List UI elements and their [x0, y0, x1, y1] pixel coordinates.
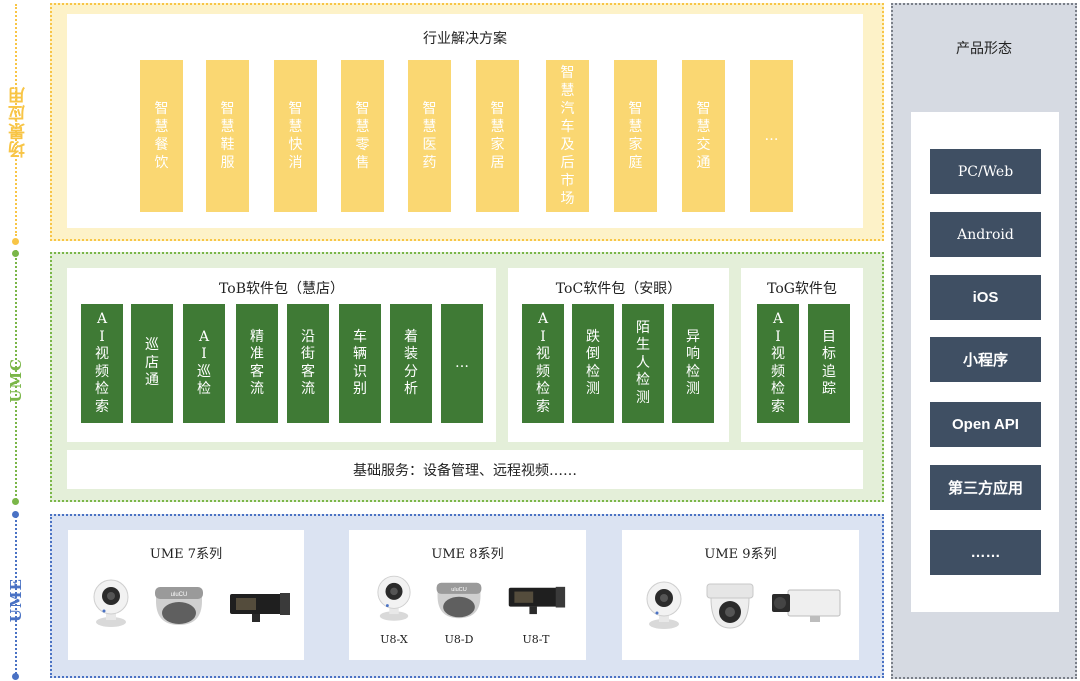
tog-tile-label: 目 标 追 踪: [822, 328, 836, 398]
industry-tile: 智 慧 医 药: [408, 60, 451, 212]
umc-axis-dot-top: [12, 250, 19, 257]
industry-tile-label: 智 慧 交 通: [696, 101, 711, 171]
toc-tile-label: 异 响 检 测: [686, 328, 700, 398]
industry-tile-label: 智 慧 零 售: [355, 101, 370, 171]
u8d-label: U8-D: [444, 633, 474, 646]
tob-tile-label: 车 辆 识 别: [353, 328, 367, 398]
dome-brand-label-2: uluCU: [451, 587, 467, 593]
toc-tile: 跌 倒 检 测: [572, 304, 614, 423]
product-form-tile: ……: [930, 530, 1041, 575]
toc-tile-label: A I 视 频 检 索: [536, 311, 550, 415]
ume9-home-camera-icon: [646, 581, 682, 629]
product-form-tile: PC/Web: [930, 149, 1041, 194]
tob-tile: 巡 店 通: [131, 304, 173, 423]
tob-tile: 精 准 客 流: [236, 304, 278, 423]
tog-tile-label: A I 视 频 检 索: [771, 311, 785, 415]
product-forms-title: 产品形态: [956, 41, 1012, 57]
tob-tile: A I 巡 检: [183, 304, 225, 423]
industry-tile: 智 慧 零 售: [341, 60, 384, 212]
tob-tile: 着 装 分 析: [390, 304, 432, 423]
box-camera-icon: [772, 589, 841, 622]
product-form-tile: Android: [930, 212, 1041, 257]
tob-tile-label: …: [455, 354, 469, 371]
base-service-text: 基础服务：设备管理、远程视频……: [353, 462, 577, 479]
toc-tile: 陌 生 人 检 测: [622, 304, 664, 423]
industry-tile-label: 智 慧 鞋 服: [220, 101, 235, 171]
industry-tile-label: 智 慧 餐 饮: [154, 101, 169, 171]
umc-axis-dot-bottom: [12, 498, 19, 505]
dome-brand-label: uluCU: [171, 592, 188, 598]
tob-title: ToB软件包（慧店）: [219, 281, 344, 297]
industry-tile: …: [750, 60, 793, 212]
ume-axis-dot-bottom: [12, 673, 19, 680]
u8t-label: U8-T: [522, 633, 550, 646]
umc-axis-line: [15, 250, 17, 500]
u8x-label: U8-X: [380, 633, 408, 646]
u8d-camera-icon: uluCU: [436, 582, 482, 619]
toc-tile-label: 陌 生 人 检 测: [636, 319, 650, 406]
industry-tile: 智 慧 餐 饮: [140, 60, 183, 212]
ume-axis-line: [15, 512, 17, 678]
industry-panel: 行业解决方案: [67, 14, 863, 228]
toc-tile-label: 跌 倒 检 测: [586, 328, 600, 398]
industry-tile-label: 智 慧 快 消: [288, 101, 303, 171]
tob-tile-label: 精 准 客 流: [250, 328, 264, 398]
tog-title: ToG软件包: [767, 281, 837, 297]
industry-tile-label: 智 慧 家 庭: [628, 101, 643, 171]
tog-tile: 目 标 追 踪: [808, 304, 850, 423]
industry-tile-label: 智 慧 汽 车 及 后 市 场: [560, 65, 575, 207]
tob-tile: A I 视 频 检 索: [81, 304, 123, 423]
toc-tile: A I 视 频 检 索: [522, 304, 564, 423]
industry-tile-label: 智 慧 家 居: [490, 101, 505, 171]
tob-tile-label: A I 巡 检: [197, 328, 211, 398]
tob-tile: …: [441, 304, 483, 423]
tob-tile: 沿 街 客 流: [287, 304, 329, 423]
product-form-tile: 小程序: [930, 337, 1041, 382]
u8t-camera-icon: [508, 586, 566, 615]
industry-tile: 智 慧 交 通: [682, 60, 725, 212]
ume9-title: UME 9系列: [704, 547, 777, 562]
industry-title: 行业解决方案: [423, 31, 507, 47]
umc-label: UMC: [7, 358, 25, 403]
tob-tile: 车 辆 识 别: [339, 304, 381, 423]
tob-tile-label: 沿 街 客 流: [301, 328, 315, 398]
industry-tile: 智 慧 汽 车 及 后 市 场: [546, 60, 589, 212]
dome-camera-icon: uluCU: [155, 587, 203, 625]
u8x-camera-icon: [377, 575, 411, 621]
bullet-camera-icon: [230, 593, 290, 622]
scene-label: 场景应用: [9, 86, 29, 158]
ptz-camera-icon: [706, 583, 754, 629]
scene-axis-line: [15, 4, 17, 236]
tob-tile-label: 着 装 分 析: [404, 328, 418, 398]
industry-tile: 智 慧 快 消: [274, 60, 317, 212]
ume-label: UME: [7, 578, 25, 623]
toc-title: ToC软件包（安眼）: [555, 281, 682, 297]
industry-tile: 智 慧 鞋 服: [206, 60, 249, 212]
product-form-tile: Open API: [930, 402, 1041, 447]
ume8-title: UME 8系列: [431, 547, 504, 562]
industry-tile-label: …: [764, 128, 779, 144]
home-camera-icon: [93, 579, 129, 627]
ume-axis-dot-top: [12, 511, 19, 518]
ume7-title: UME 7系列: [149, 547, 223, 562]
scene-axis-dot: [12, 238, 19, 245]
tob-tile-label: A I 视 频 检 索: [95, 311, 109, 415]
industry-tile: 智 慧 家 庭: [614, 60, 657, 212]
product-form-tile: iOS: [930, 275, 1041, 320]
toc-tile: 异 响 检 测: [672, 304, 714, 423]
industry-tile: 智 慧 家 居: [476, 60, 519, 212]
product-form-tile: 第三方应用: [930, 465, 1041, 510]
tob-tile-label: 巡 店 通: [145, 337, 159, 389]
tog-tile: A I 视 频 检 索: [757, 304, 799, 423]
industry-tile-label: 智 慧 医 药: [422, 101, 437, 171]
base-service-panel: 基础服务：设备管理、远程视频……: [67, 450, 863, 489]
